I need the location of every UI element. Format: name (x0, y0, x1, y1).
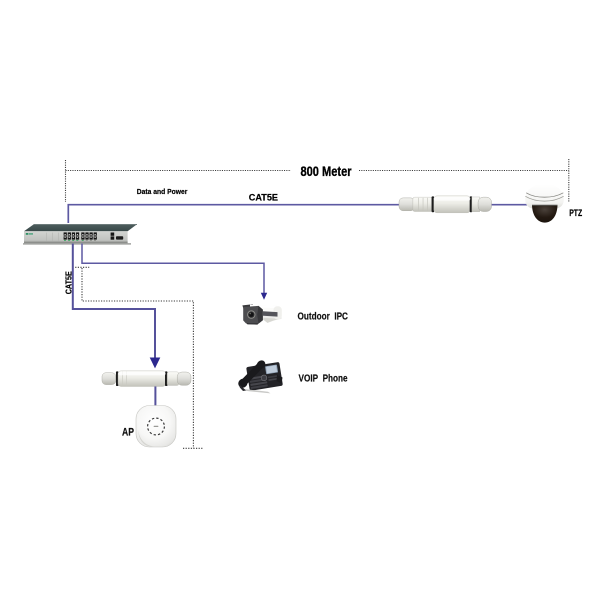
svg-text:CAT5E: CAT5E (249, 193, 278, 203)
svg-text:CAT5E: CAT5E (64, 271, 73, 294)
svg-text:AP: AP (122, 427, 134, 439)
svg-text:800 Meter: 800 Meter (301, 162, 352, 179)
svg-text:PTZ: PTZ (569, 208, 582, 218)
svg-text:Data and Power: Data and Power (137, 189, 188, 196)
svg-text:Outdoor IPC: Outdoor IPC (298, 311, 349, 322)
svg-text:VOIP Phone: VOIP Phone (299, 373, 348, 384)
